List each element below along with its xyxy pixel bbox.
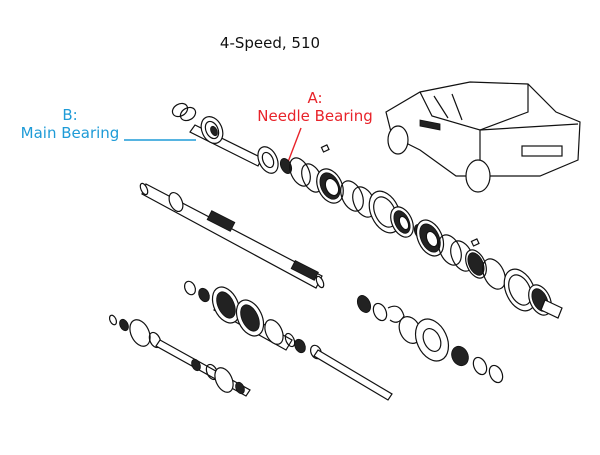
car-illustration xyxy=(385,81,581,193)
callout-main-bearing-letter: B: xyxy=(62,106,78,124)
mainshaft xyxy=(139,182,325,289)
counter-shaft xyxy=(309,344,393,401)
counter-gear-assembly xyxy=(183,280,306,354)
needle-bearing-leader-line xyxy=(287,127,302,163)
main-bearing xyxy=(200,116,224,144)
callout-needle-bearing-letter: A: xyxy=(307,89,323,107)
callout-main-bearing-name: Main Bearing xyxy=(20,124,120,142)
callout-needle-bearing-name: Needle Bearing xyxy=(257,107,373,125)
callout-needle-bearing: A: Needle Bearing xyxy=(250,89,380,125)
reverse-gear-assembly xyxy=(356,295,504,384)
mainshaft-gear-train xyxy=(289,144,563,319)
diagram-title: 4-Speed, 510 xyxy=(219,34,321,52)
reverse-idler-assembly xyxy=(108,314,251,397)
callout-main-bearing: B: Main Bearing xyxy=(10,106,130,142)
main-drive-shaft-assembly xyxy=(171,102,293,174)
